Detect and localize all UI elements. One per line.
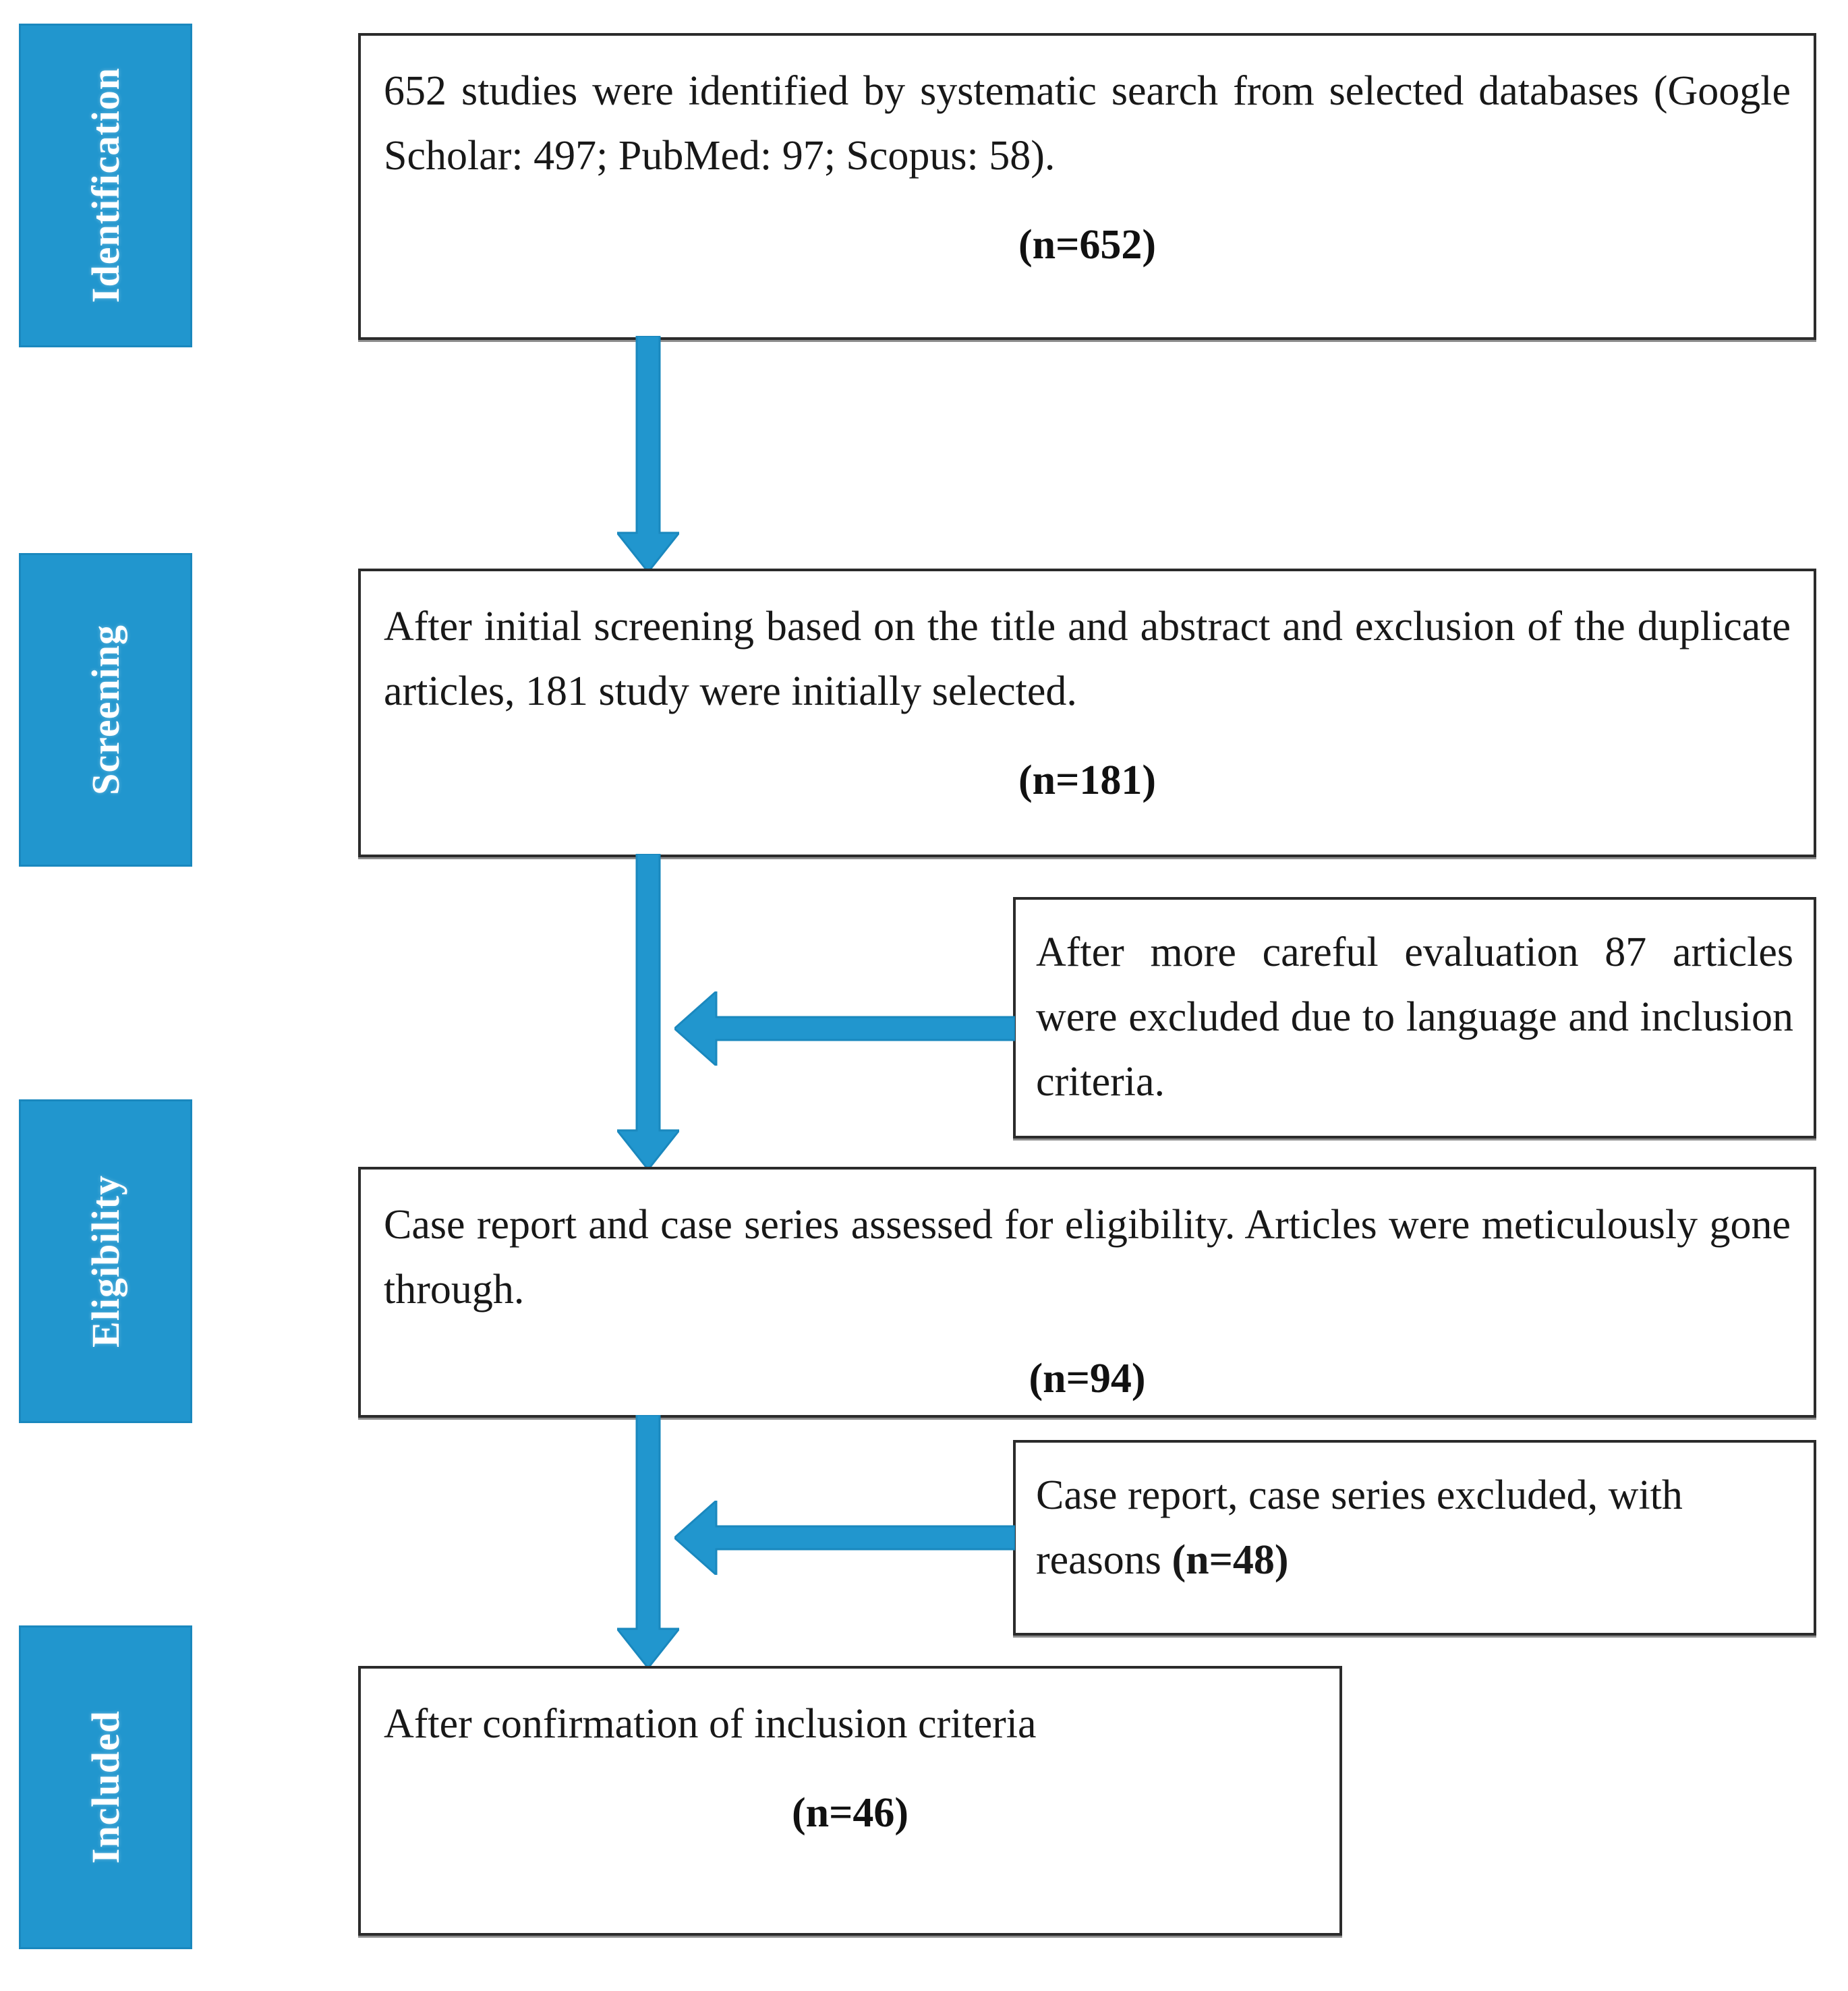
stage-label-screening: Screening xyxy=(83,625,127,795)
box-identification-text: 652 studies were identified by systemati… xyxy=(384,68,1791,179)
box-eligibility-text: Case report and case series assessed for… xyxy=(384,1202,1791,1313)
stage-bar-identification: Identification xyxy=(19,24,192,347)
arrow-eligibility-to-included xyxy=(617,1415,679,1668)
box-included-text: After confirmation of inclusion criteria xyxy=(384,1701,1037,1747)
box-identification-count: (n=652) xyxy=(1018,222,1157,268)
stage-label-included: Included xyxy=(83,1710,127,1864)
stage-label-eligibility: Eligibility xyxy=(83,1175,127,1348)
box-included-count: (n=46) xyxy=(791,1790,909,1837)
box-excluded-case-reports-count: (n=48) xyxy=(1172,1537,1289,1584)
box-excluded-language-text: After more careful evaluation 87 article… xyxy=(1036,929,1793,1105)
stage-bar-screening: Screening xyxy=(19,553,192,867)
box-eligibility-count: (n=94) xyxy=(1029,1356,1146,1402)
stage-bar-included: Included xyxy=(19,1625,192,1949)
arrow-language-exclusion xyxy=(674,991,1015,1066)
box-excluded-case-reports-reason: Case report, case series excluded, with … xyxy=(1036,1472,1683,1584)
box-eligibility: Case report and case series assessed for… xyxy=(358,1167,1816,1418)
box-screening: After initial screening based on the tit… xyxy=(358,569,1816,857)
box-screening-count: (n=181) xyxy=(1018,757,1157,804)
stage-label-identification: Identification xyxy=(83,67,127,304)
arrow-case-report-exclusion xyxy=(674,1501,1015,1575)
box-identification: 652 studies were identified by systemati… xyxy=(358,33,1816,340)
box-screening-text: After initial screening based on the tit… xyxy=(384,604,1791,715)
box-excluded-case-reports-text: Case report, case series excluded, with … xyxy=(1036,1463,1793,1592)
arrow-identification-to-screening xyxy=(617,336,679,572)
box-included: After confirmation of inclusion criteria… xyxy=(358,1666,1342,1936)
box-excluded-case-reports: Case report, case series excluded, with … xyxy=(1013,1440,1816,1636)
stage-bar-eligibility: Eligibility xyxy=(19,1099,192,1423)
box-excluded-language: After more careful evaluation 87 article… xyxy=(1013,897,1816,1138)
arrow-screening-to-eligibility xyxy=(617,854,679,1170)
